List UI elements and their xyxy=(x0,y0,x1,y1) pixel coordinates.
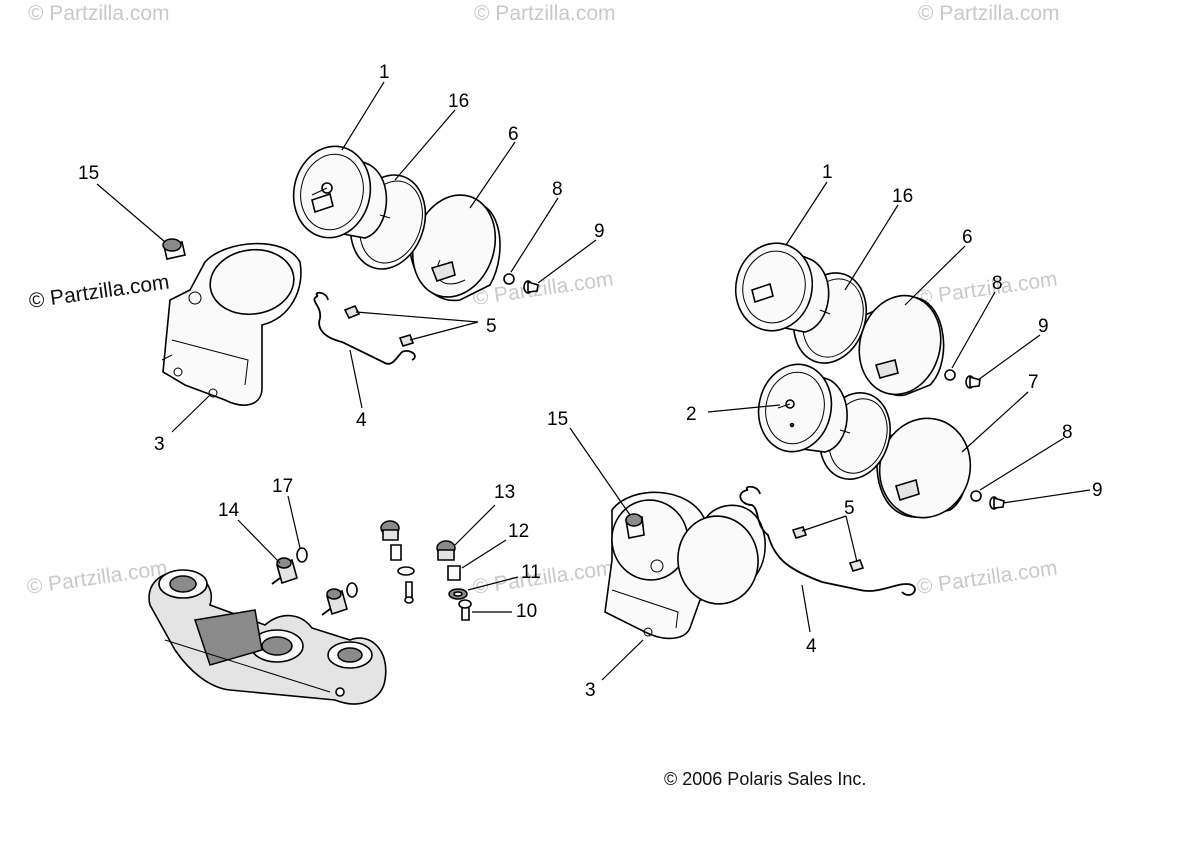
callout-bottom-10: 10 xyxy=(516,601,537,622)
watermark-left-low: © Partzilla.com xyxy=(25,556,168,598)
right-upper-washer xyxy=(944,369,956,381)
callout-left-6: 6 xyxy=(508,124,519,145)
callout-bottom-17: 17 xyxy=(272,476,293,497)
watermark-top-1: © Partzilla.com xyxy=(28,2,170,25)
watermark-top-2: © Partzilla.com xyxy=(474,2,616,25)
right-lower-housing-cup xyxy=(876,417,972,519)
callout-bottom-13: 13 xyxy=(494,482,515,503)
triple-clamp xyxy=(148,569,387,705)
left-clip-b xyxy=(398,334,415,347)
callout-right-15: 15 xyxy=(547,409,568,430)
left-screw xyxy=(523,280,539,294)
callout-right-3: 3 xyxy=(585,680,596,701)
right-wire-harness xyxy=(739,489,916,596)
callout-right-4: 4 xyxy=(806,636,817,657)
callout-left-4: 4 xyxy=(356,410,367,431)
left-leaders xyxy=(96,81,597,433)
callout-right-8a: 8 xyxy=(992,273,1003,294)
right-lower-screw xyxy=(989,496,1005,510)
callout-left-15: 15 xyxy=(78,163,99,184)
hardware-stack-left xyxy=(380,520,415,604)
callout-right-16: 16 xyxy=(892,186,913,207)
callout-right-9b: 9 xyxy=(1092,480,1103,501)
callout-left-8: 8 xyxy=(552,179,563,200)
callout-right-8b: 8 xyxy=(1062,422,1073,443)
left-wire-hook xyxy=(315,291,329,301)
copyright-notice: © 2006 Polaris Sales Inc. xyxy=(664,769,866,789)
callout-right-5: 5 xyxy=(844,498,855,519)
rubber-mount-upper xyxy=(271,557,298,585)
washer-17-upper xyxy=(296,547,308,563)
callout-left-1: 1 xyxy=(379,62,390,83)
right-lower-gauge xyxy=(757,363,851,453)
callout-right-9a: 9 xyxy=(1038,316,1049,337)
watermark-top-3: © Partzilla.com xyxy=(918,2,1060,25)
left-washer xyxy=(503,273,515,285)
right-upper-gauge xyxy=(734,242,831,333)
callout-bottom-11: 11 xyxy=(521,562,541,583)
left-grommet xyxy=(162,238,186,260)
left-wire-harness xyxy=(313,295,416,365)
left-bracket xyxy=(161,242,302,406)
right-upper-housing-cup xyxy=(858,294,945,397)
callout-left-9: 9 xyxy=(594,221,605,242)
right-lower-washer xyxy=(970,490,982,502)
right-clip-a xyxy=(791,526,808,539)
watermark-mid-low: © Partzilla.com xyxy=(471,556,614,598)
left-gauge xyxy=(292,145,391,239)
left-clip-a xyxy=(343,304,361,320)
callout-right-7: 7 xyxy=(1028,372,1039,393)
callout-right-6: 6 xyxy=(962,227,973,248)
rubber-mount-lower xyxy=(321,588,348,616)
callout-right-1: 1 xyxy=(822,162,833,183)
bottom-leaders xyxy=(237,495,519,613)
watermark-right-low: © Partzilla.com xyxy=(915,556,1058,598)
callout-left-3: 3 xyxy=(154,434,165,455)
washer-17-lower xyxy=(346,582,358,598)
callout-left-16: 16 xyxy=(448,91,469,112)
watermark-left-dark: © Partzilla.com xyxy=(27,270,170,312)
callout-bottom-14: 14 xyxy=(218,500,240,521)
right-grommet xyxy=(625,513,645,539)
left-housing-cup xyxy=(408,194,501,302)
hardware-stack-right xyxy=(436,540,472,621)
callout-left-5: 5 xyxy=(486,316,497,337)
callout-bottom-12: 12 xyxy=(508,521,529,542)
right-upper-screw xyxy=(965,375,981,389)
right-leaders xyxy=(569,181,1091,681)
right-wire-hook xyxy=(745,485,761,495)
callout-right-2: 2 xyxy=(686,404,697,425)
